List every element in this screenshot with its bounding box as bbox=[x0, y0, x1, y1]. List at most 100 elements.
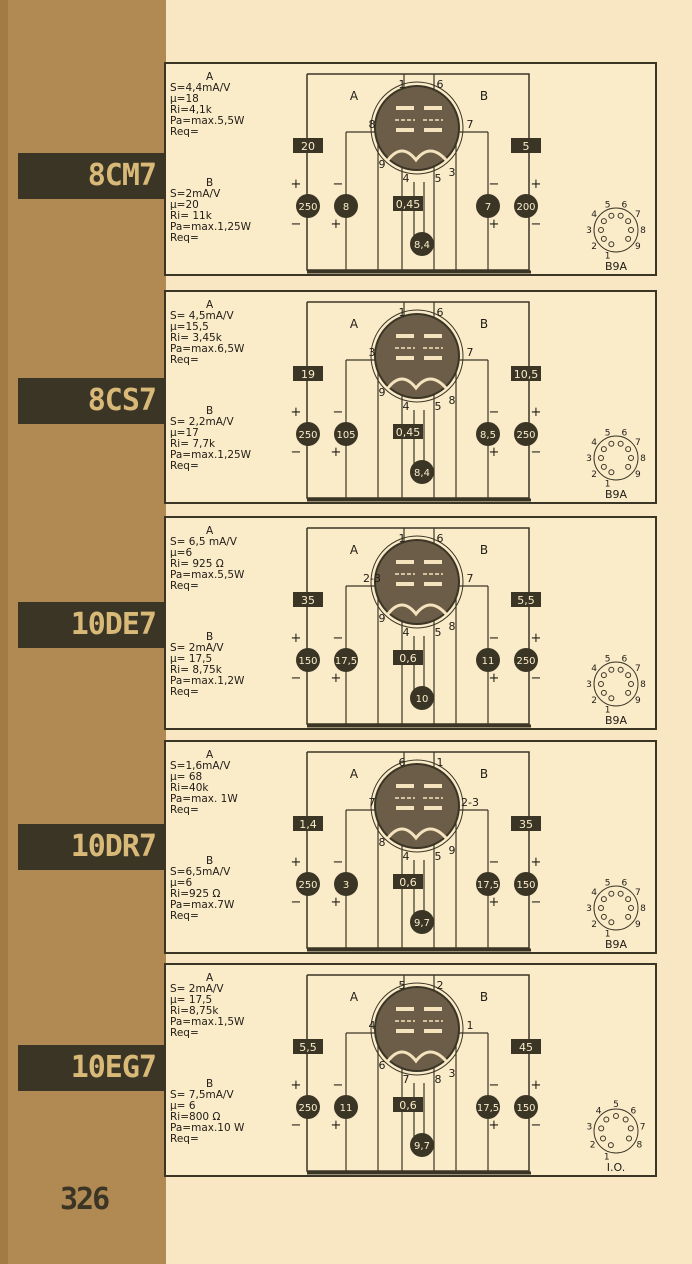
pin-number: 4 bbox=[403, 400, 410, 413]
spec-line: µ=15,5 bbox=[170, 321, 209, 333]
socket-pin-number: 7 bbox=[635, 438, 641, 448]
pin-number: 3 bbox=[369, 346, 376, 359]
spec-line: S= 2mA/V bbox=[170, 642, 224, 654]
socket-type-label: B9A bbox=[605, 714, 628, 727]
spec-line: µ= 17,5 bbox=[170, 653, 213, 665]
spec-line: Pa=max. 1W bbox=[170, 793, 238, 805]
spec-line: Req= bbox=[170, 804, 199, 816]
value-box: 0,6 bbox=[399, 876, 417, 889]
socket-pin-number: 3 bbox=[586, 454, 592, 464]
section-a-label: A bbox=[350, 767, 359, 781]
pin-number: 5 bbox=[435, 400, 442, 413]
spec-line: Pa=max.1,25W bbox=[170, 449, 252, 461]
socket-pin-number: 1 bbox=[605, 252, 611, 262]
system-label: B bbox=[206, 1078, 214, 1090]
spec-line: Ri= 11k bbox=[170, 210, 212, 222]
spec-line: S=6,5mA/V bbox=[170, 866, 231, 878]
value-circle: 17,5 bbox=[477, 880, 499, 891]
value-circle: 8,5 bbox=[480, 430, 496, 441]
system-label: B bbox=[206, 855, 214, 867]
pin-number: 8 bbox=[369, 118, 376, 131]
pin-number: 1 bbox=[467, 1019, 474, 1032]
pin-number: 6 bbox=[437, 306, 444, 319]
spec-line: µ=6 bbox=[170, 547, 193, 559]
spec-line: Pa=max.5,5W bbox=[170, 115, 245, 127]
spec-line: Ri=8,75k bbox=[170, 1005, 219, 1017]
value-box: 5,5 bbox=[299, 1041, 317, 1054]
pin-number: 8 bbox=[449, 394, 456, 407]
tube-type-label: 8CM7 bbox=[18, 153, 164, 199]
polarity-sign: − bbox=[531, 445, 542, 460]
spec-line: S=2mA/V bbox=[170, 188, 221, 200]
pin-number: 7 bbox=[467, 572, 474, 585]
polarity-sign: − bbox=[489, 1078, 500, 1093]
polarity-sign: − bbox=[291, 671, 302, 686]
spec-line: µ=6 bbox=[170, 877, 193, 889]
socket-pin-number: 8 bbox=[637, 1141, 643, 1151]
spec-line: Ri=925 Ω bbox=[170, 888, 221, 900]
spec-line: Ri= 7,7k bbox=[170, 438, 216, 450]
socket-pin-number: 8 bbox=[640, 226, 646, 236]
socket-pin-number: 1 bbox=[605, 930, 611, 940]
value-circle: 11 bbox=[340, 1103, 353, 1114]
socket-pin-number: 9 bbox=[635, 920, 641, 930]
spec-line: Req= bbox=[170, 460, 199, 472]
pin-number: 9 bbox=[379, 158, 386, 171]
polarity-sign: + bbox=[291, 631, 302, 646]
tube-type-label: 10DR7 bbox=[18, 824, 164, 870]
spec-line: Req= bbox=[170, 354, 199, 366]
polarity-sign: − bbox=[291, 217, 302, 232]
polarity-sign: − bbox=[489, 177, 500, 192]
spec-line: Ri= 925 Ω bbox=[170, 558, 224, 570]
value-circle: 150 bbox=[298, 656, 317, 667]
polarity-sign: + bbox=[531, 855, 542, 870]
section-a-label: A bbox=[350, 990, 359, 1004]
spec-line: S= 2mA/V bbox=[170, 983, 224, 995]
socket-pin-number: 5 bbox=[605, 878, 611, 888]
polarity-sign: − bbox=[333, 631, 344, 646]
pin-number: 1 bbox=[399, 306, 406, 319]
value-circle: 200 bbox=[516, 202, 535, 213]
tube-type-label: 8CS7 bbox=[18, 378, 164, 424]
spec-line: Pa=max.10 W bbox=[170, 1122, 245, 1134]
spec-line: Req= bbox=[170, 686, 199, 698]
polarity-sign: − bbox=[333, 177, 344, 192]
value-box: 19 bbox=[301, 368, 315, 381]
spec-line: µ=18 bbox=[170, 93, 199, 105]
value-circle: 10 bbox=[416, 694, 429, 705]
pin-number: 2 bbox=[437, 979, 444, 992]
spec-line: µ= 17,5 bbox=[170, 994, 213, 1006]
socket-pin-number: 1 bbox=[605, 480, 611, 490]
spec-line: Pa=max.1,5W bbox=[170, 1016, 245, 1028]
pin-number: 7 bbox=[467, 346, 474, 359]
value-circle: 7 bbox=[485, 202, 491, 213]
socket-pin-number: 6 bbox=[630, 1106, 636, 1116]
pin-number: 5 bbox=[435, 626, 442, 639]
polarity-sign: − bbox=[333, 855, 344, 870]
value-box: 20 bbox=[301, 140, 315, 153]
pin-number: 3 bbox=[449, 1067, 456, 1080]
socket-pin-number: 6 bbox=[621, 878, 627, 888]
pin-number: 5 bbox=[435, 172, 442, 185]
system-label: B bbox=[206, 177, 214, 189]
polarity-sign: + bbox=[331, 217, 342, 232]
polarity-sign: − bbox=[531, 895, 542, 910]
value-box: 45 bbox=[519, 1041, 533, 1054]
socket-pin-number: 2 bbox=[591, 470, 597, 480]
pin-number: 3 bbox=[449, 166, 456, 179]
spec-line: Req= bbox=[170, 580, 199, 592]
socket-pin-number: 8 bbox=[640, 904, 646, 914]
value-box: 5,5 bbox=[517, 594, 535, 607]
system-label: B bbox=[206, 405, 214, 417]
pin-number: 6 bbox=[379, 1059, 386, 1072]
spec-line: Pa=max.6,5W bbox=[170, 343, 245, 355]
spec-line: Pa=max.1,2W bbox=[170, 675, 245, 687]
section-b-label: B bbox=[480, 767, 488, 781]
value-box: 0,45 bbox=[396, 198, 421, 211]
socket-pin-number: 7 bbox=[635, 210, 641, 220]
